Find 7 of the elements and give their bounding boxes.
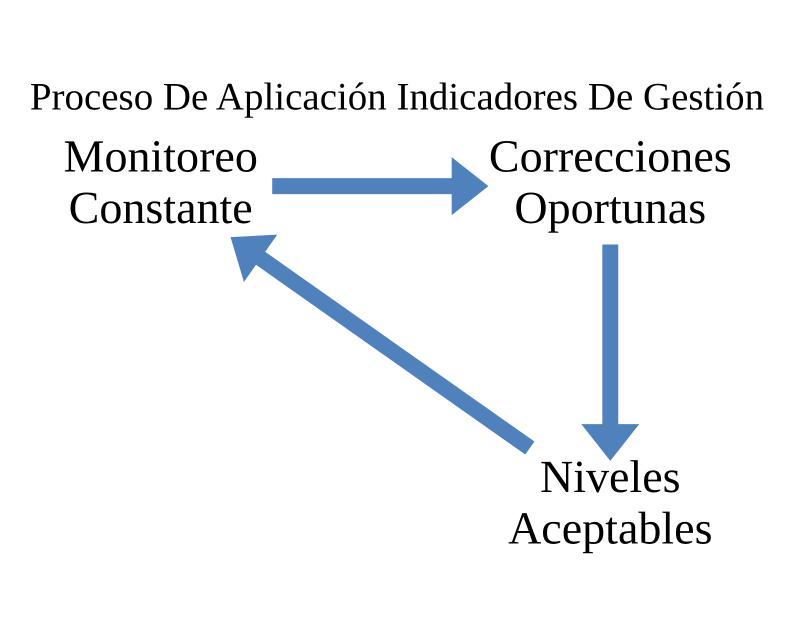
arrow xyxy=(581,244,640,461)
arrow xyxy=(272,157,488,216)
arrow xyxy=(230,234,534,455)
diagram-title: Proceso De Aplicación Indicadores De Gestión xyxy=(30,75,764,118)
node-text: Monitoreo Constante xyxy=(64,130,258,233)
node-text: Correcciones Oportunas xyxy=(488,130,732,233)
node-text: Niveles Aceptables xyxy=(508,450,712,554)
